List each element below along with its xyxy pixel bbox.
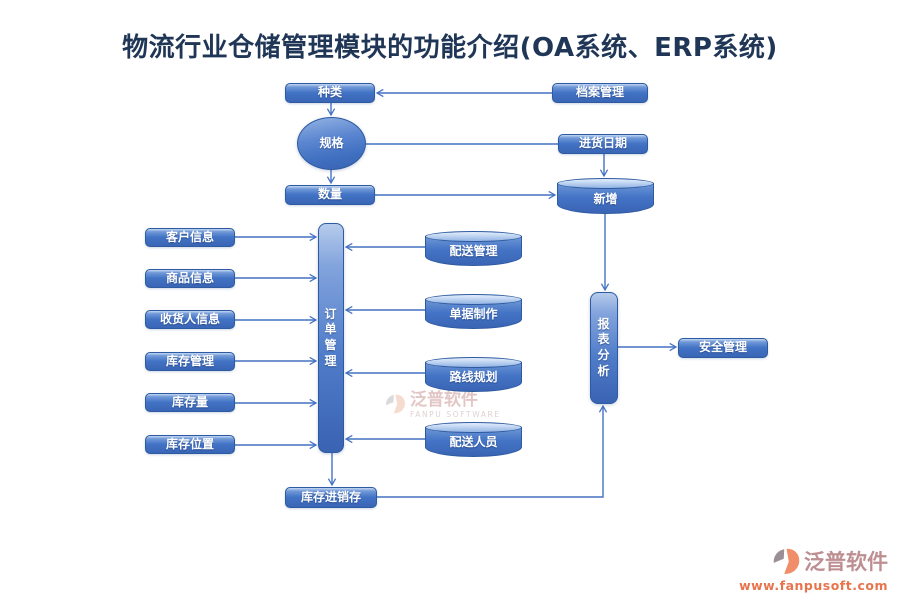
node-kucunjinxiaocun: 库存进销存 xyxy=(285,487,377,508)
node-label: 种类 xyxy=(317,85,342,100)
footer-logo-url: www.fanpusoft.com xyxy=(739,578,888,593)
footer-logo: 泛普软件 www.fanpusoft.com xyxy=(739,546,888,593)
node-label: 路线规划 xyxy=(449,370,498,385)
node-danjuzhizuo: 单据制作 xyxy=(425,294,522,329)
node-label: 客户信息 xyxy=(165,229,214,244)
fanpu-logo-icon xyxy=(773,548,800,574)
node-kucunguanli: 库存管理 xyxy=(145,352,235,371)
node-shouhuorenxinxi: 收货人信息 xyxy=(145,310,235,329)
node-xinzeng: 新增 xyxy=(557,178,654,214)
cylinder-top xyxy=(557,178,654,189)
node-label: 进货日期 xyxy=(578,136,627,151)
watermark: 泛普软件 FANPU SOFTWARE xyxy=(384,392,501,419)
cylinder-top xyxy=(425,422,522,433)
node-label: 订 单 管 理 xyxy=(324,306,338,368)
watermark-subtitle: FANPU SOFTWARE xyxy=(410,410,501,419)
node-guige: 规格 xyxy=(297,117,366,170)
node-anquanguanli: 安全管理 xyxy=(678,338,768,358)
node-peisongguanli: 配送管理 xyxy=(425,231,522,266)
watermark-name: 泛普软件 xyxy=(410,390,478,410)
cylinder-top xyxy=(425,357,522,368)
node-label: 报 表 分 析 xyxy=(597,316,611,378)
node-dingdanguanli: 订 单 管 理 xyxy=(318,223,344,453)
node-danganguanli: 档案管理 xyxy=(552,83,648,103)
node-label: 库存管理 xyxy=(165,353,214,368)
node-label: 档案管理 xyxy=(575,85,624,100)
node-kehuxinxi: 客户信息 xyxy=(145,228,235,247)
node-label: 配送管理 xyxy=(449,244,498,259)
node-jinhuoriqi: 进货日期 xyxy=(558,134,648,154)
node-shuliang: 数量 xyxy=(285,185,375,205)
cylinder-top xyxy=(425,294,522,305)
footer-logo-name: 泛普软件 xyxy=(804,549,888,574)
node-label: 库存位置 xyxy=(165,436,214,451)
node-label: 商品信息 xyxy=(165,270,214,285)
node-shangpinxinxi: 商品信息 xyxy=(145,269,235,288)
cylinder-top xyxy=(425,231,522,242)
edge-kucunjinxiaocun-baobiaofenxi xyxy=(377,404,608,498)
node-luxianguihua: 路线规划 xyxy=(425,357,522,392)
node-label: 数量 xyxy=(317,187,342,202)
node-label: 单据制作 xyxy=(449,307,498,322)
node-label: 配送人员 xyxy=(449,435,498,450)
node-label: 收货人信息 xyxy=(159,311,220,326)
watermark-logo-icon xyxy=(386,394,405,414)
node-label: 规格 xyxy=(319,135,344,150)
node-kucunliang: 库存量 xyxy=(145,393,235,412)
node-label: 新增 xyxy=(593,191,618,206)
node-zhonglei: 种类 xyxy=(285,83,375,103)
node-peisongrenyuan: 配送人员 xyxy=(425,422,522,457)
node-label: 库存量 xyxy=(171,394,208,409)
node-baobiaofenxi: 报 表 分 析 xyxy=(590,292,618,404)
page-title: 物流行业仓储管理模块的功能介绍(OA系统、ERP系统) xyxy=(122,33,778,63)
node-label: 库存进销存 xyxy=(300,489,361,504)
node-kucunweizhi: 库存位置 xyxy=(145,435,235,454)
node-label: 安全管理 xyxy=(698,340,747,355)
